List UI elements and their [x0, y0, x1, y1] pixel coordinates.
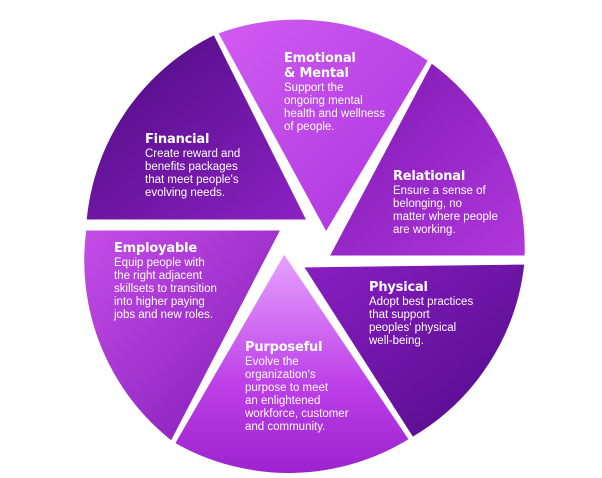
segment-emotional-mental-shape [212, 14, 434, 239]
segment-title: Employable [114, 241, 197, 256]
segment-title: Physical [369, 280, 428, 295]
segment-employable-shape [79, 225, 287, 447]
segment-title: Financial [145, 132, 210, 147]
segment-financial-shape [81, 29, 313, 225]
segment-title: Purposeful [245, 340, 323, 355]
segment-relational-shape [323, 57, 530, 261]
segment-title: Emotional& Mental [284, 51, 356, 81]
segment-purposeful-shape [169, 247, 415, 478]
segment-title: Relational [393, 169, 466, 184]
segment-physical-shape [297, 259, 530, 443]
